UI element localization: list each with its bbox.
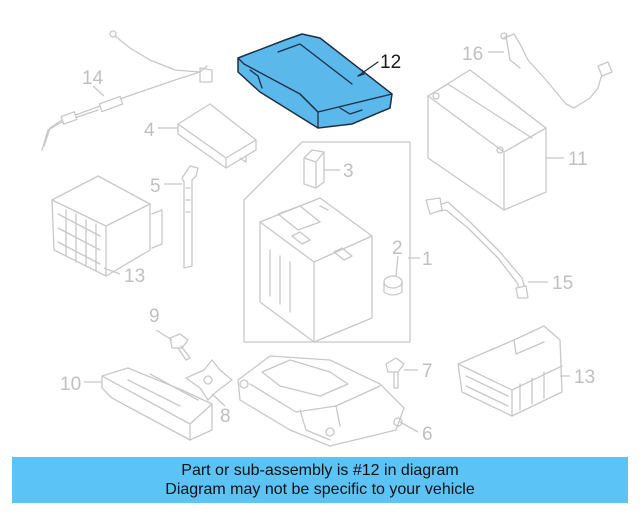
callout-13-right: 13 — [574, 367, 595, 388]
leader-6 — [399, 421, 419, 433]
part-2-plug[interactable] — [383, 275, 403, 296]
leader-12 — [357, 61, 379, 77]
leader-13-left — [103, 267, 121, 275]
part-14-cable[interactable] — [41, 30, 213, 151]
callout-11: 11 — [568, 149, 588, 170]
callout-3: 3 — [343, 161, 354, 182]
callout-1: 1 — [422, 249, 433, 270]
banner-line-1: Part or sub-assembly is #12 in diagram — [181, 462, 459, 479]
callout-9: 9 — [149, 306, 160, 327]
part-9-bolt[interactable] — [169, 333, 191, 361]
part-7-bolt[interactable] — [385, 357, 405, 389]
parts-diagram: 12 14 4 5 13 16 11 15 1 2 3 9 10 8 6 7 1… — [41, 30, 613, 447]
leader-lines — [84, 51, 570, 433]
leader-14 — [92, 85, 105, 97]
part-1-battery[interactable] — [243, 141, 411, 343]
callouts: 12 14 4 5 13 16 11 15 1 2 3 9 10 8 6 7 1… — [60, 44, 595, 445]
callout-4: 4 — [144, 120, 155, 141]
callout-15: 15 — [552, 273, 573, 294]
part-3-terminal[interactable] — [303, 149, 325, 189]
callout-16: 16 — [462, 44, 483, 65]
callout-14: 14 — [82, 68, 104, 89]
part-10-tray[interactable] — [101, 367, 213, 441]
callout-7: 7 — [422, 361, 433, 382]
callout-2: 2 — [392, 238, 403, 259]
banner-line-2: Diagram may not be specific to your vehi… — [165, 481, 475, 498]
leader-8 — [211, 393, 226, 407]
info-banner: Part or sub-assembly is #12 in diagram D… — [12, 457, 628, 503]
part-6-battery-tray[interactable] — [237, 355, 405, 447]
part-12-battery-cover[interactable] — [237, 33, 393, 129]
callout-5: 5 — [150, 176, 161, 197]
part-15-strap[interactable] — [425, 197, 529, 299]
part-16-cable[interactable] — [500, 32, 613, 109]
part-11-battery-case[interactable] — [427, 69, 547, 211]
part-13-left-cover[interactable] — [51, 175, 163, 277]
leader-9 — [155, 329, 173, 341]
callout-10: 10 — [60, 374, 81, 395]
callout-12: 12 — [380, 52, 401, 73]
leader-2 — [395, 255, 399, 277]
part-5-rod[interactable] — [181, 165, 199, 269]
part-8-bracket[interactable] — [185, 359, 233, 401]
leader-12-arrow — [357, 69, 365, 77]
part-13-right-cover[interactable] — [457, 325, 563, 417]
callout-8: 8 — [220, 406, 231, 427]
callout-6: 6 — [422, 424, 433, 445]
part-4-bracket[interactable] — [177, 103, 257, 169]
callout-13-left: 13 — [124, 266, 145, 287]
